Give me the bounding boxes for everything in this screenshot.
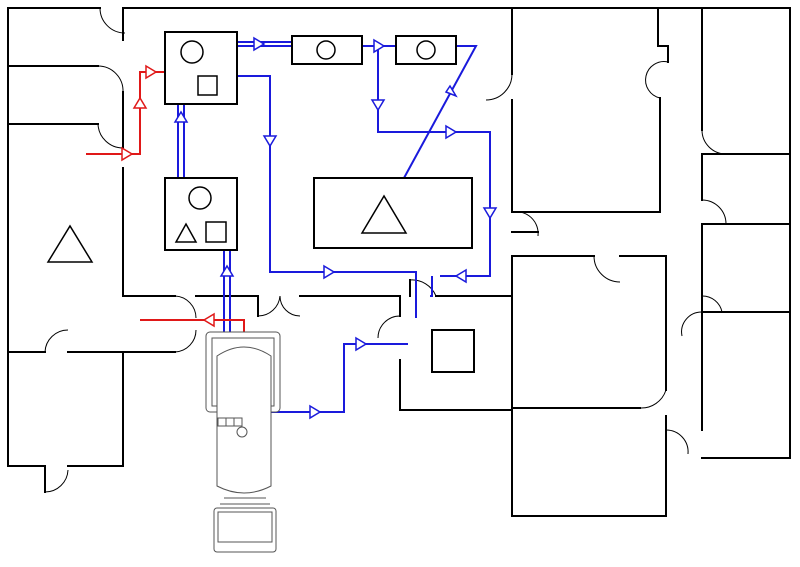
door-swings bbox=[44, 7, 727, 493]
alert-line-upper bbox=[86, 71, 164, 155]
flow-arrow bbox=[445, 124, 458, 140]
inline-unit-2 bbox=[395, 35, 457, 65]
supply-line-wall bbox=[430, 276, 433, 297]
flow-arrow bbox=[355, 336, 368, 352]
equipment-unit-top bbox=[164, 31, 238, 105]
circle-symbol bbox=[180, 40, 204, 64]
flow-arrow bbox=[482, 207, 498, 220]
flow-arrow bbox=[454, 268, 467, 284]
flow-arrow bbox=[370, 99, 386, 112]
flow-arrow bbox=[262, 135, 278, 148]
flow-arrow bbox=[373, 38, 386, 54]
flow-arrow bbox=[132, 96, 148, 109]
large-equipment-box bbox=[313, 177, 473, 249]
flow-arrow bbox=[219, 264, 235, 277]
square-symbol bbox=[197, 75, 218, 96]
flow-arrows bbox=[121, 36, 498, 420]
blue-supply-lines bbox=[177, 41, 491, 413]
supply-line-tank bbox=[270, 343, 408, 413]
left-room-marker bbox=[46, 224, 94, 263]
triangle-symbol bbox=[360, 194, 408, 234]
circle-symbol bbox=[316, 40, 336, 60]
flow-arrow bbox=[173, 110, 189, 123]
tanker-vehicle bbox=[205, 331, 281, 553]
flow-arrow bbox=[444, 84, 458, 98]
square-symbol bbox=[205, 221, 227, 243]
circle-symbol bbox=[188, 186, 212, 210]
triangle-symbol bbox=[174, 222, 198, 243]
walls bbox=[7, 7, 791, 517]
flow-arrow bbox=[121, 146, 134, 162]
supply-line-main bbox=[238, 75, 417, 318]
flow-arrow bbox=[323, 264, 336, 280]
square-marker bbox=[431, 329, 475, 373]
flow-arrow bbox=[309, 404, 322, 420]
supply-line-right bbox=[403, 45, 478, 179]
inline-unit-1 bbox=[291, 35, 363, 65]
flow-arrow bbox=[202, 312, 215, 328]
triangle-symbol bbox=[46, 224, 94, 263]
circle-symbol bbox=[416, 40, 436, 60]
flow-arrow bbox=[145, 64, 158, 80]
flow-arrow bbox=[253, 36, 266, 52]
equipment-unit-middle bbox=[164, 177, 238, 251]
